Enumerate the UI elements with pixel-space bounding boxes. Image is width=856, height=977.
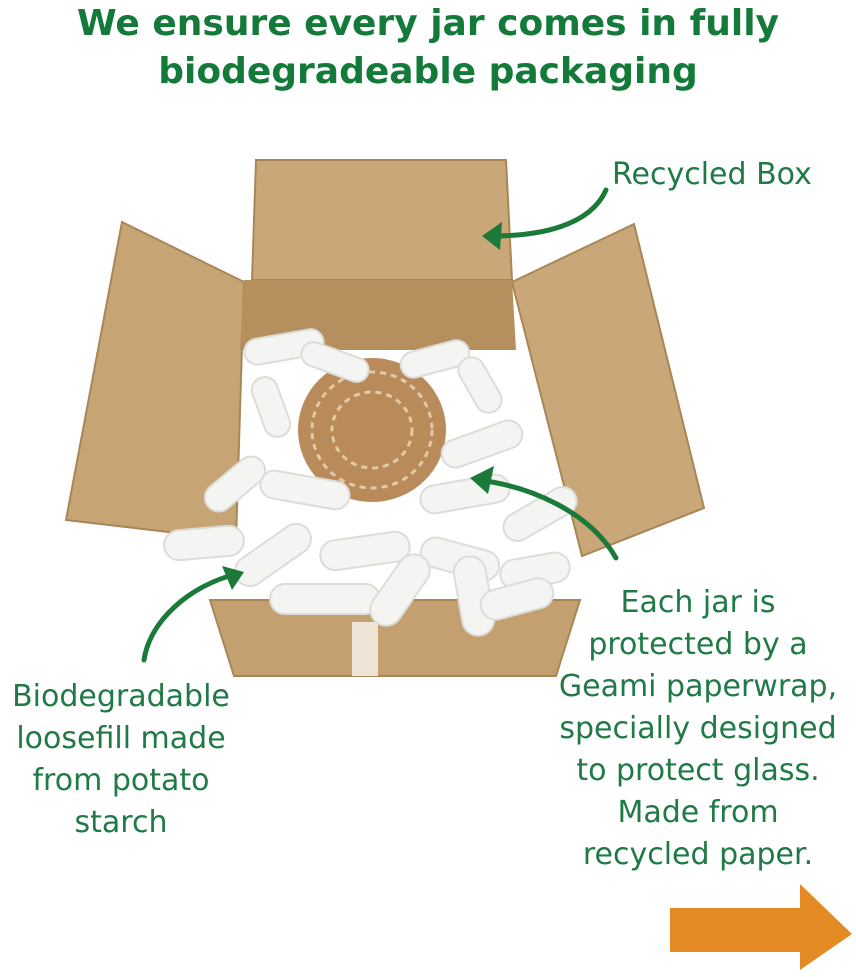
paperwrap-line-1: Each jar is xyxy=(620,585,776,620)
box-callout-arrow xyxy=(489,187,609,239)
headline-line-1: We ensure every jar comes in fully xyxy=(76,3,780,44)
fragile-tape xyxy=(352,622,378,676)
loosefill-callout-arrow xyxy=(141,571,239,663)
arrow-right-icon[interactable] xyxy=(670,884,852,970)
paperwrap-callout-arrow xyxy=(475,477,619,561)
loosefill-line-1: Biodegradable xyxy=(12,679,230,714)
paperwrap-label: Each jar is protected by a Geami paperwr… xyxy=(540,582,856,876)
loosefill-label: Biodegradable loosefill made from potato… xyxy=(0,676,242,844)
paperwrap-line-7: recycled paper. xyxy=(582,837,814,872)
loosefill-line-2: loosefill made xyxy=(16,721,226,756)
recycled-box-text: Recycled Box xyxy=(612,157,812,192)
recycled-box-label: Recycled Box xyxy=(612,154,812,196)
callout-arrows xyxy=(141,187,619,663)
page-headline: We ensure every jar comes in fully biode… xyxy=(0,0,856,96)
headline-line-2: biodegradeable packaging xyxy=(158,51,698,92)
loosefill-line-4: starch xyxy=(74,805,168,840)
box-back-flap xyxy=(250,159,514,281)
paperwrap-jar xyxy=(298,358,446,502)
loosefill-line-3: from potato xyxy=(32,763,210,798)
paperwrap-line-3: Geami paperwrap, xyxy=(558,669,838,704)
box-right-flap xyxy=(510,222,706,558)
paperwrap-line-6: Made from xyxy=(617,795,779,830)
paperwrap-line-5: to protect glass. xyxy=(576,753,820,788)
paperwrap-line-2: protected by a xyxy=(588,627,808,662)
paperwrap-line-4: specially designed xyxy=(559,711,837,746)
